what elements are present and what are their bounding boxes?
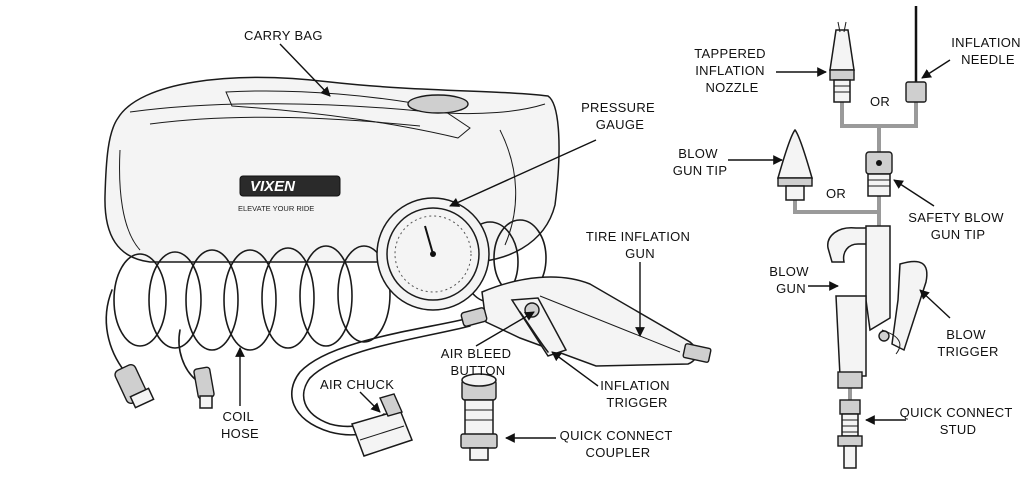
carry-bag-illustration: [104, 76, 560, 263]
air-chuck-illustration: [351, 393, 413, 457]
or-label-middle: OR: [826, 186, 846, 201]
brand-logo-text: VIXEN: [250, 178, 296, 195]
callout-labels: CARRY BAG PRESSURE GAUGE TIRE INFLATION …: [221, 28, 1025, 460]
label-coil-hose: COIL HOSE: [221, 409, 259, 441]
safety-blow-gun-tip-illustration: [865, 151, 893, 197]
label-blow-trigger: BLOW TRIGGER: [937, 327, 998, 359]
label-tire-inflation-gun: TIRE INFLATION GUN: [586, 229, 694, 261]
label-pressure-gauge: PRESSURE GAUGE: [581, 100, 659, 132]
blow-gun-illustration: [827, 225, 928, 389]
brand-tagline: ELEVATE YOUR RIDE: [238, 204, 314, 213]
hose-fitting-right: [193, 366, 215, 409]
label-safety-blow-gun-tip: SAFETY BLOW GUN TIP: [908, 210, 1007, 242]
label-carry-bag: CARRY BAG: [244, 28, 323, 43]
blow-gun-tip-illustration: [777, 128, 813, 201]
pressure-gauge-illustration: [376, 197, 490, 311]
label-tappered-inflation-nozzle: TAPPERED INFLATION NOZZLE: [694, 46, 769, 95]
label-quick-connect-stud: QUICK CONNECT STUD: [900, 405, 1017, 437]
hose-fitting-left: [114, 363, 155, 409]
vixen-logo: [239, 175, 341, 197]
leader-lines: [235, 43, 951, 443]
tappered-inflation-nozzle-illustration: [829, 21, 855, 103]
label-inflation-trigger: INFLATION TRIGGER: [600, 378, 674, 410]
label-air-bleed-button: AIR BLEED BUTTON: [441, 346, 516, 378]
or-label-top: OR: [870, 94, 890, 109]
label-blow-gun: BLOW GUN: [769, 264, 812, 296]
quick-connect-stud-illustration: [837, 399, 863, 469]
label-blow-gun-tip: BLOW GUN TIP: [673, 146, 728, 178]
quick-connect-coupler-illustration: [460, 373, 498, 461]
connector-lines: [793, 100, 918, 400]
label-air-chuck: AIR CHUCK: [320, 377, 394, 392]
label-quick-connect-coupler: QUICK CONNECT COUPLER: [560, 428, 677, 460]
inflation-needle-illustration: [905, 6, 927, 103]
label-inflation-needle: INFLATION NEEDLE: [951, 35, 1025, 67]
